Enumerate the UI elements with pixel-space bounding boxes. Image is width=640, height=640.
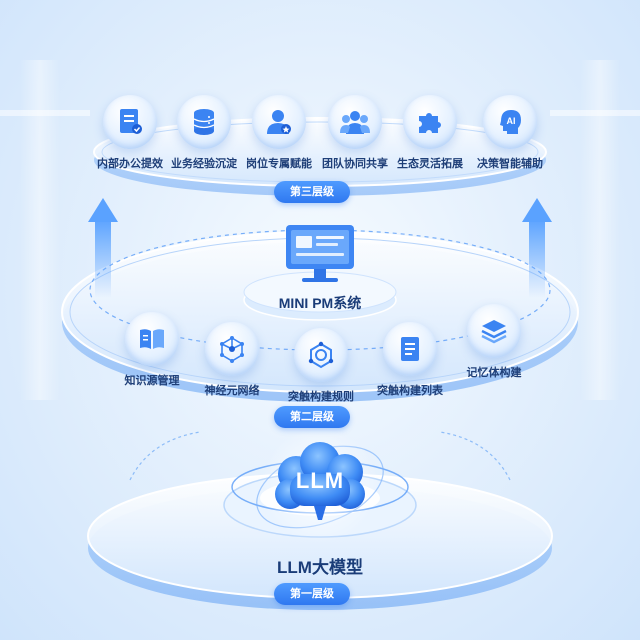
llm-brain-icon — [275, 442, 365, 520]
middle-platform — [61, 225, 579, 402]
up-arrow-left-icon — [88, 198, 118, 298]
feature-label: 知识源管理 — [124, 375, 180, 387]
feature-business-experience: 业务经验沉淀 — [154, 95, 254, 171]
feature-label: 生态灵活拓展 — [397, 158, 463, 170]
llm-core-label: LLM — [295, 468, 345, 493]
feature-label: 团队协同共享 — [322, 158, 388, 170]
feature-label: 业务经验沉淀 — [171, 158, 237, 170]
llm-model-title: LLM大模型 — [277, 558, 363, 577]
feature-knowledge-source: 知识源管理 — [102, 312, 202, 388]
puzzle-icon — [403, 95, 457, 149]
feature-internal-office: 内部办公提效 — [80, 95, 180, 171]
tier-label-first: 第一层级 — [274, 583, 350, 605]
monitor-icon — [286, 225, 354, 282]
team-icon — [328, 95, 382, 149]
feature-label: 决策智能辅助 — [477, 158, 543, 170]
tier-label-second: 第二层级 — [274, 406, 350, 428]
hexagon-node-icon — [294, 328, 348, 382]
feature-role-empowerment: 岗位专属赋能 — [229, 95, 329, 171]
feature-neuron-network: 神经元网络 — [182, 322, 282, 398]
book-icon — [125, 312, 179, 366]
feature-label: 记忆体构建 — [466, 367, 522, 379]
up-arrow-right-icon — [522, 198, 552, 298]
feature-decision-assist: AI 决策智能辅助 — [460, 95, 560, 171]
feature-memory-build: 记忆体构建 — [444, 304, 544, 380]
database-icon — [177, 95, 231, 149]
feature-synapse-rules: 突触构建规则 — [271, 328, 371, 404]
document-check-icon — [103, 95, 157, 149]
network-cube-icon — [205, 322, 259, 376]
ai-head-icon: AI — [483, 95, 537, 149]
tier-label-third: 第三层级 — [274, 181, 350, 203]
feature-synapse-list: 突触构建列表 — [360, 322, 460, 398]
feature-team-collaboration: 团队协同共享 — [305, 95, 405, 171]
user-badge-icon — [252, 95, 306, 149]
feature-label: 突触构建列表 — [377, 385, 443, 397]
feature-label: 内部办公提效 — [97, 158, 163, 170]
feature-ecosystem-expansion: 生态灵活拓展 — [380, 95, 480, 171]
svg-text:AI: AI — [507, 116, 516, 126]
feature-label: 神经元网络 — [204, 385, 260, 397]
layers-icon — [467, 304, 521, 358]
list-document-icon — [383, 322, 437, 376]
feature-label: 岗位专属赋能 — [246, 158, 312, 170]
mini-pm-system-title: MINI PM系统 — [278, 295, 362, 311]
feature-label: 突触构建规则 — [288, 391, 354, 403]
